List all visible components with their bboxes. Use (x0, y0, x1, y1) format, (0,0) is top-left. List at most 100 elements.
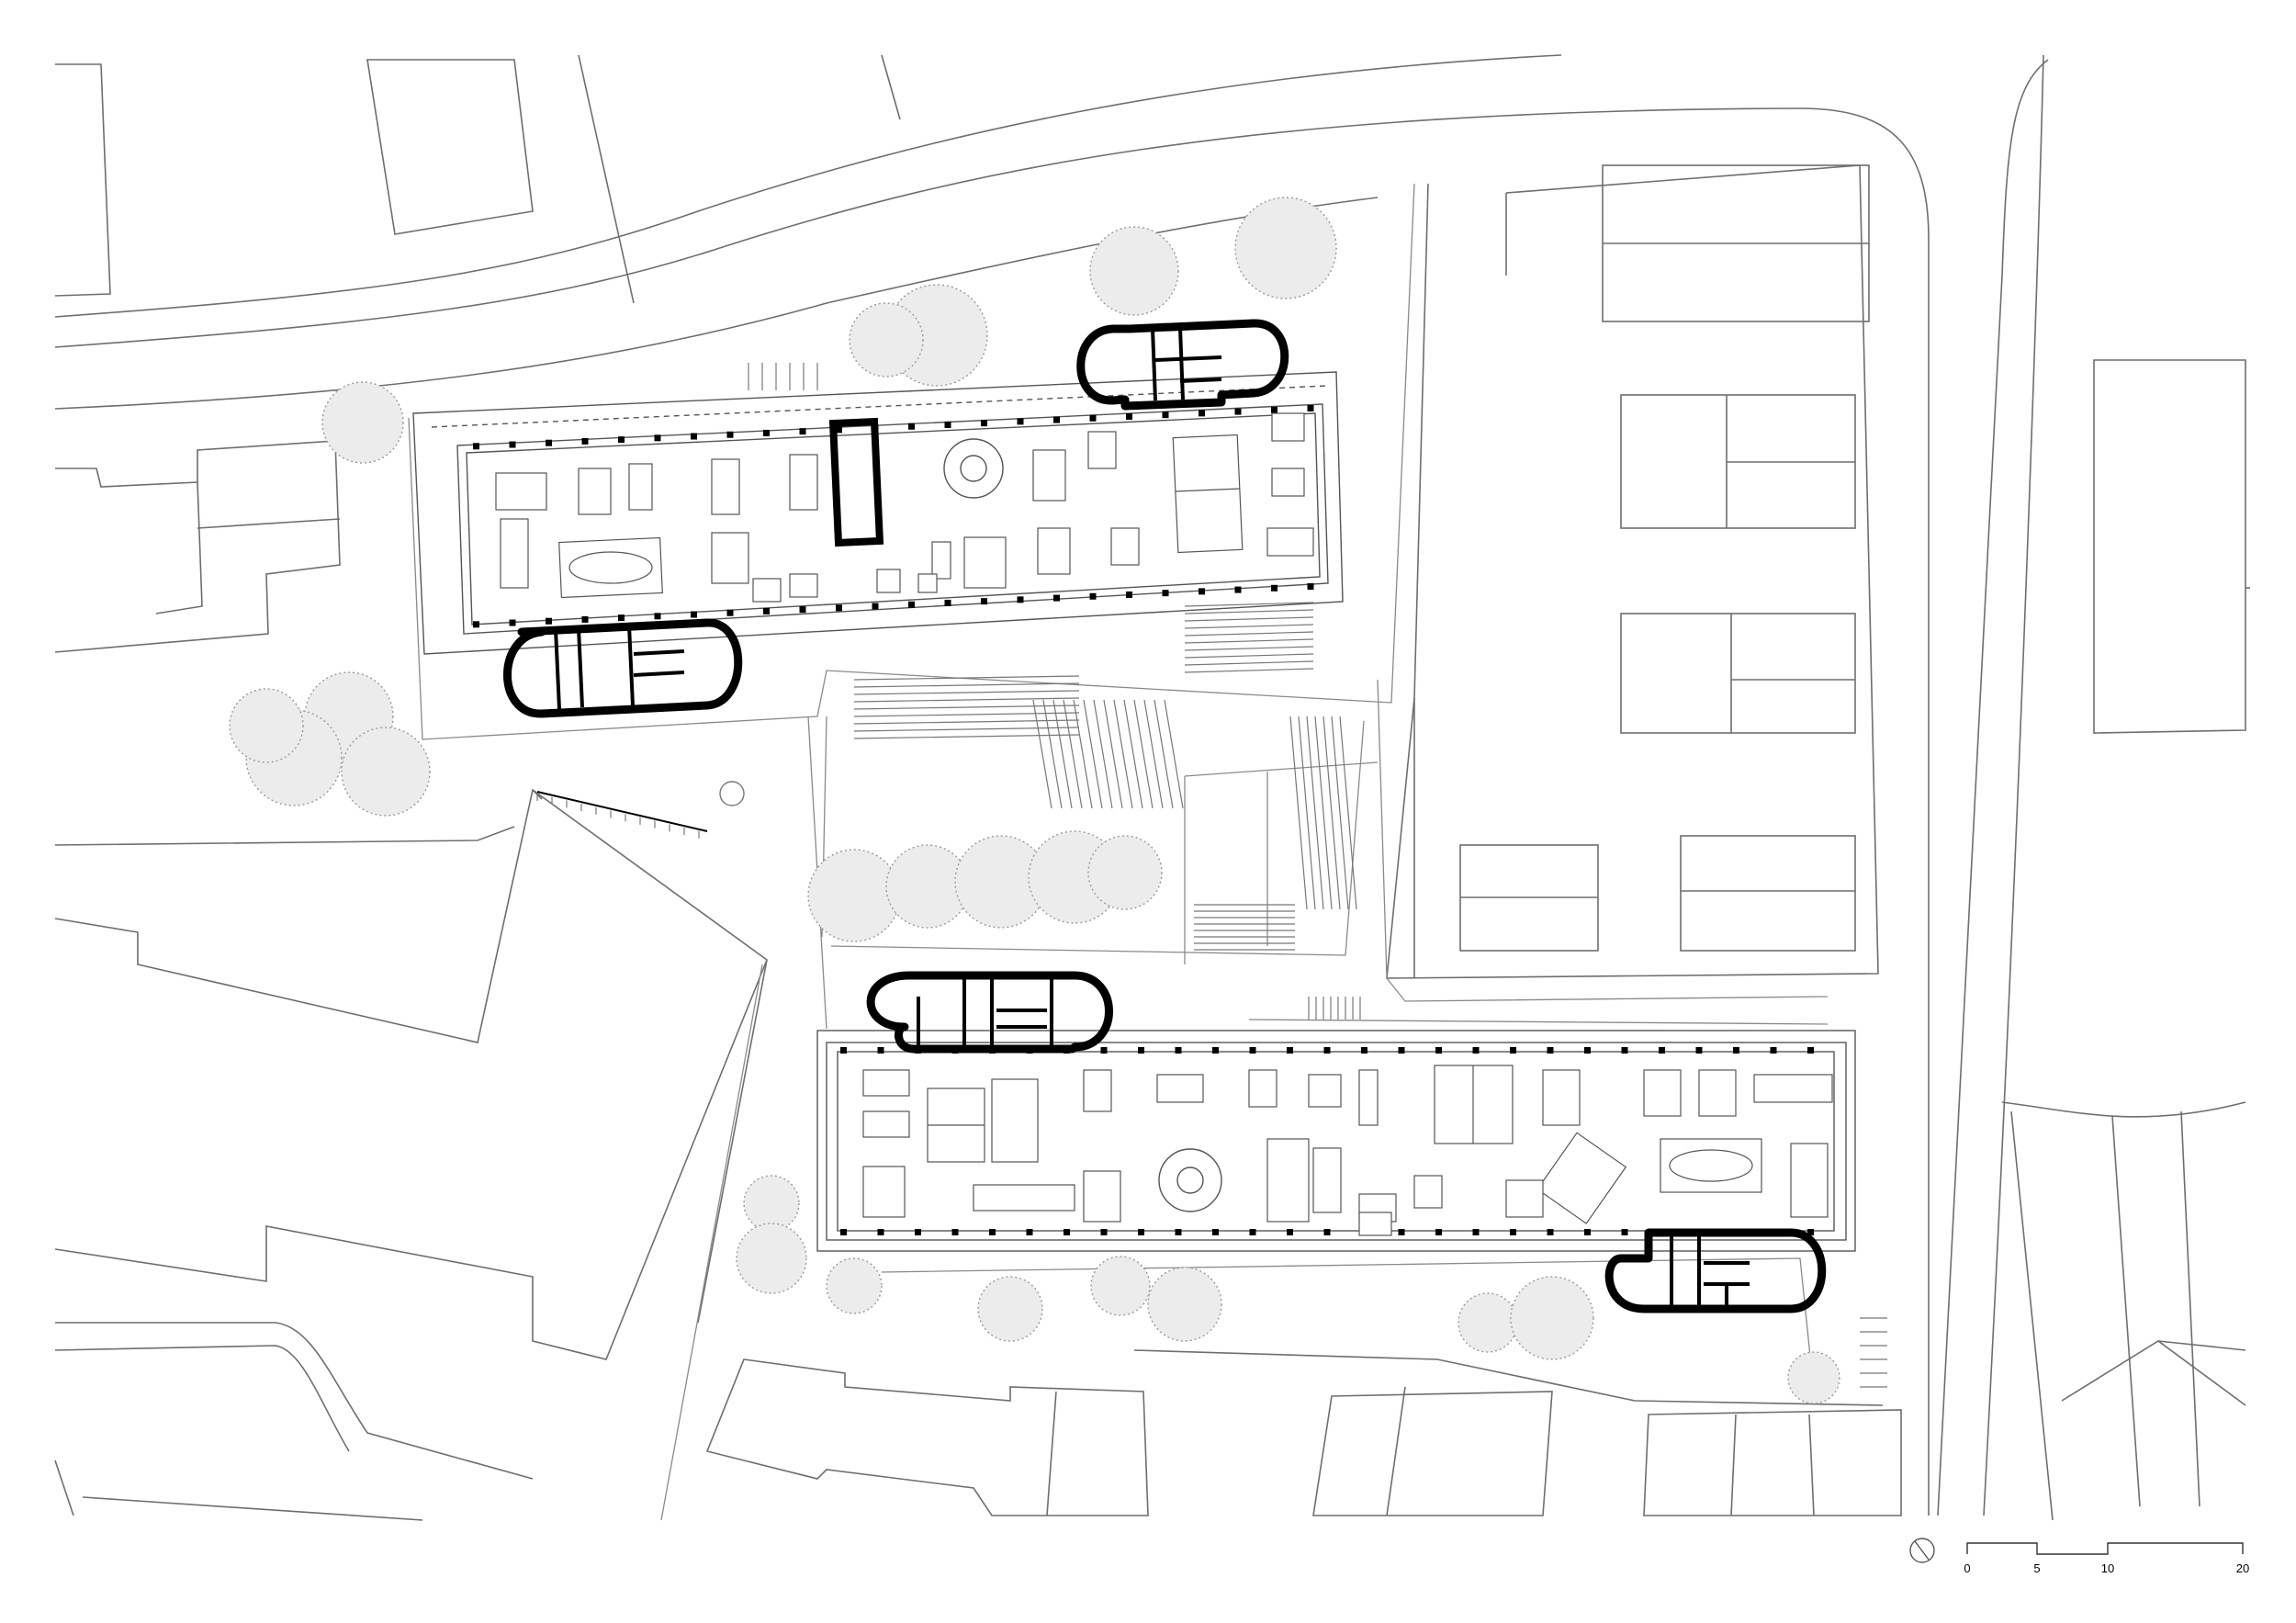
column-upper-bottom-7 (726, 609, 734, 616)
desk-upper-0 (495, 472, 547, 511)
desk-lower-1 (862, 1110, 910, 1138)
tree-7 (341, 727, 431, 817)
column-lower-bottom-15 (1398, 1229, 1405, 1235)
desk-lower-16 (1643, 1069, 1682, 1117)
column-lower-bottom-11 (1249, 1229, 1256, 1235)
terrace-step-19 (1032, 699, 1052, 809)
column-upper-top-2 (546, 439, 552, 446)
tree-1 (1089, 226, 1179, 316)
column-upper-top-8 (763, 429, 770, 436)
column-lower-top-19 (1547, 1047, 1554, 1054)
terrace-step-10 (853, 675, 1080, 681)
desk-lower-0 (862, 1069, 910, 1097)
desk-upper-12 (1037, 527, 1071, 575)
tree-0 (321, 381, 404, 464)
terrace-step-12 (853, 690, 1080, 695)
column-lower-bottom-3 (951, 1229, 959, 1235)
columns-upper (473, 404, 1314, 628)
scale-label-5: 5 (2033, 1561, 2040, 1575)
desk-lower-15 (1542, 1069, 1581, 1126)
column-lower-bottom-1 (877, 1229, 884, 1235)
column-upper-bottom-12 (908, 601, 915, 608)
terrace-step-2 (1184, 616, 1314, 622)
desk-lower-12 (1413, 1175, 1443, 1209)
trees (229, 197, 1840, 1404)
column-upper-bottom-18 (1126, 591, 1132, 598)
desk-lower-14 (1505, 1179, 1544, 1218)
column-lower-top-10 (1212, 1047, 1219, 1054)
desk-upper-3 (628, 463, 653, 511)
terrace-step-5 (1184, 638, 1314, 644)
column-lower-bottom-19 (1547, 1229, 1554, 1235)
column-upper-top-16 (1053, 416, 1060, 423)
column-upper-bottom-13 (944, 599, 951, 606)
bike-rack-bottom (1860, 1317, 1887, 1388)
desk-lower-11 (1312, 1147, 1342, 1213)
desk-lower-5 (1083, 1069, 1112, 1112)
column-lower-top-8 (1138, 1047, 1144, 1054)
column-lower-bottom-4 (989, 1229, 996, 1235)
terrace-step-32 (1164, 699, 1184, 809)
terrace-step-29 (1133, 699, 1154, 809)
column-lower-bottom-13 (1323, 1229, 1331, 1235)
desk-upper-1 (500, 518, 529, 589)
desk-lower-21 (1358, 1212, 1392, 1236)
tree-4 (849, 302, 924, 378)
desk-lower-10 (1266, 1138, 1310, 1223)
column-upper-bottom-21 (1234, 586, 1242, 593)
column-lower-top-16 (1435, 1047, 1442, 1054)
column-lower-top-5 (1026, 1047, 1033, 1054)
terrace-step-9 (1184, 668, 1314, 673)
column-upper-top-10 (836, 426, 842, 434)
column-lower-bottom-2 (915, 1229, 921, 1235)
scale-label-20: 20 (2236, 1561, 2249, 1575)
desk-lower-8 (1308, 1074, 1342, 1108)
column-upper-top-18 (1126, 412, 1132, 420)
tree-15 (736, 1223, 807, 1294)
column-upper-bottom-1 (509, 619, 516, 626)
column-lower-bottom-10 (1212, 1229, 1219, 1235)
desk-upper-2 (578, 468, 612, 515)
column-upper-bottom-0 (473, 621, 479, 628)
column-upper-top-23 (1307, 404, 1314, 411)
desks-lower (862, 1069, 1833, 1236)
tree-19 (1147, 1267, 1222, 1342)
terrace-step-31 (1154, 699, 1174, 809)
terrace-step-14 (853, 704, 1080, 710)
column-lower-top-26 (1807, 1047, 1814, 1054)
terrace-step-20 (1042, 699, 1063, 809)
north-arrow-icon (1909, 1538, 1935, 1563)
desk-upper-18 (1266, 527, 1314, 557)
column-upper-bottom-10 (836, 604, 842, 612)
column-upper-bottom-9 (799, 606, 806, 614)
column-upper-bottom-14 (981, 598, 987, 605)
terrace-step-17 (853, 727, 1080, 732)
desk-upper-5 (789, 454, 818, 511)
terrace-step-4 (1184, 631, 1314, 637)
column-lower-top-23 (1695, 1047, 1703, 1054)
column-upper-top-12 (908, 423, 915, 430)
column-lower-bottom-6 (1064, 1229, 1070, 1235)
terrace-step-3 (1184, 624, 1314, 629)
terrace-step-37 (1322, 716, 1341, 910)
terrace-step-8 (1184, 660, 1314, 666)
column-upper-top-6 (691, 433, 697, 440)
column-upper-top-9 (799, 428, 806, 435)
terrace-step-27 (1113, 699, 1133, 809)
desk-upper-10 (931, 541, 951, 580)
column-lower-bottom-5 (1026, 1229, 1033, 1235)
column-upper-top-13 (944, 421, 951, 428)
terrace-step-25 (1093, 699, 1113, 809)
desk-upper-15 (1087, 431, 1117, 469)
terrace-steps (536, 602, 1361, 1020)
column-upper-top-7 (726, 431, 734, 438)
column-upper-top-17 (1089, 414, 1097, 422)
building-lower (816, 971, 1856, 1313)
terrace-step-22 (1063, 699, 1083, 809)
tree-21 (1510, 1276, 1594, 1360)
tree-16 (826, 1257, 883, 1314)
terrace-step-38 (1331, 716, 1349, 910)
desk-lower-17 (1698, 1069, 1737, 1117)
scale-bar: 0 5 10 20 (1964, 1542, 2249, 1575)
desk-upper-11 (963, 536, 1007, 589)
